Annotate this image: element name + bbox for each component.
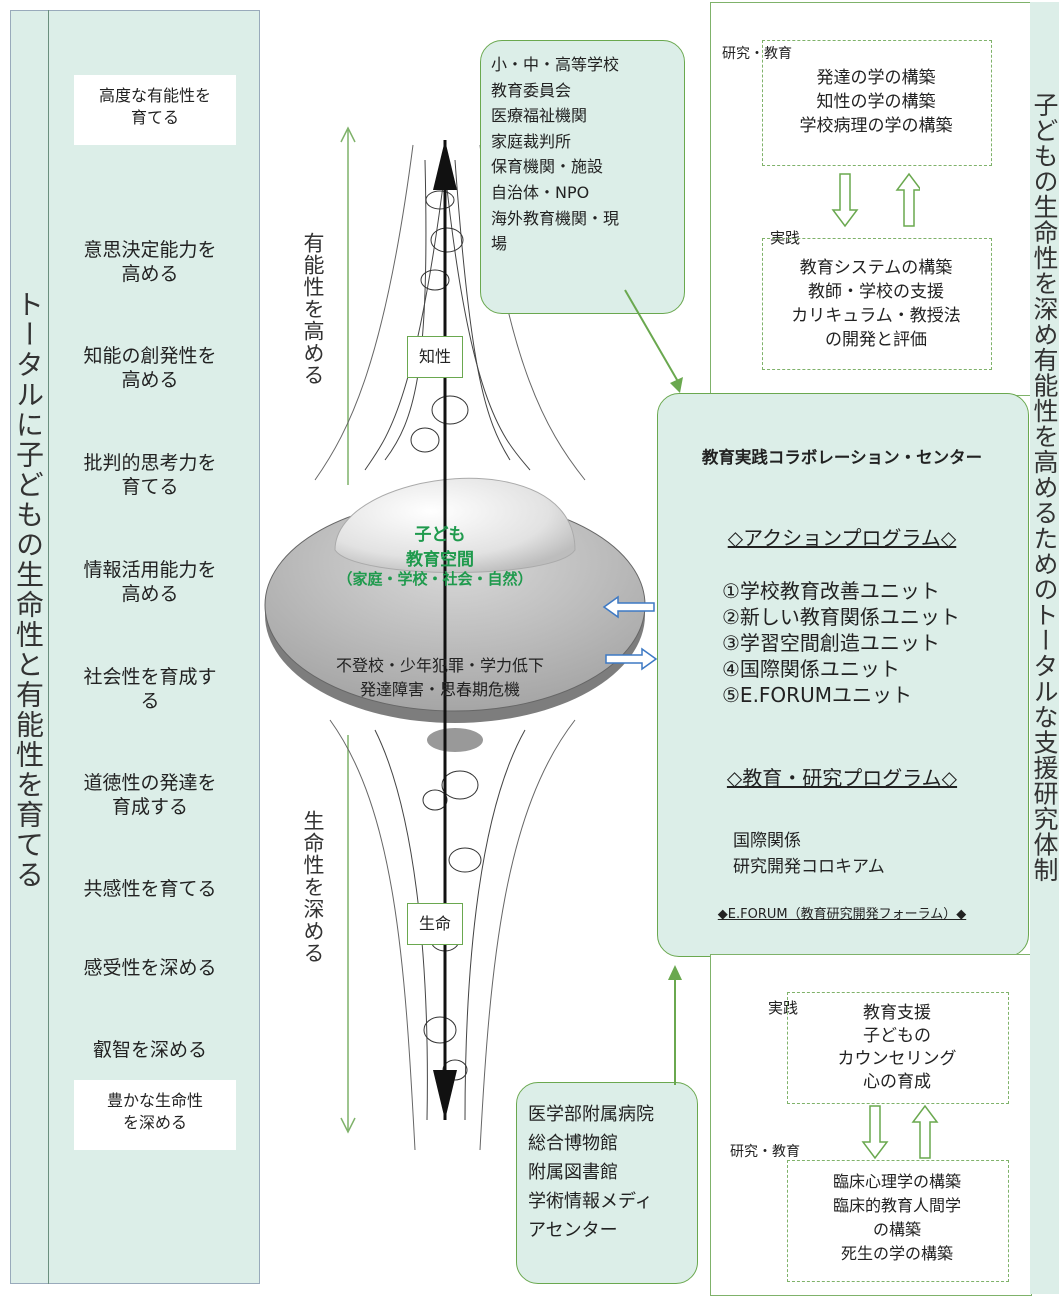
down-side-arrow <box>340 735 356 1134</box>
down-hollow-arrow-icon <box>831 173 859 228</box>
right-title-strip <box>1030 2 1059 1294</box>
right-vertical-title: 子どもの生命性を深め有能性を高めるためのトータルな支援研究体制 <box>1030 92 1059 883</box>
practice-top-dashed-box <box>762 238 992 370</box>
unit-item: ①学校教育改善ユニット <box>722 579 940 603</box>
program-item: 国際関係 <box>733 831 801 851</box>
practice-top-text: 教育システムの構築 教師・学校の支援 カリキュラム・教授法 の開発と評価 <box>791 258 961 350</box>
left-item: 批判的思考力を 育てる <box>83 452 217 498</box>
arrow-down-label: 生命性を深める <box>301 810 325 964</box>
research-top-panel <box>710 2 1032 396</box>
spindle-diagram <box>264 126 646 1151</box>
arrow-up-label: 有能性を高める <box>301 232 325 386</box>
bottom-capability-box: 豊かな生命性 を深める <box>74 1080 236 1150</box>
left-item: 感受性を深める <box>83 957 217 979</box>
practice-bottom-text: 教育支援 子どもの カウンセリング 心の育成 <box>837 1003 957 1092</box>
left-item: 叡智を深める <box>92 1039 207 1061</box>
research-top-text: 発達の学の構築 知性の学の構築 学校病理の学の構築 <box>799 68 953 136</box>
unit-list: ①学校教育改善ユニット ②新しい教育関係ユニット ③学習空間創造ユニット ④国際… <box>722 578 1012 708</box>
dome-text-space: 教育空間 <box>406 550 474 570</box>
disc-text-2: 発達障害・思春期危機 <box>359 680 520 699</box>
disc-text-1: 不登校・少年犯罪・学力低下 <box>335 656 544 675</box>
dome-text-child: 子ども <box>414 525 466 545</box>
partners-top-list: 小・中・高等学校 教育委員会 医療福祉機関 家庭裁判所 保育機関・施設 自治体・… <box>491 55 620 254</box>
research-top-label: 研究・教育 <box>722 46 792 62</box>
green-connectors <box>624 289 683 1085</box>
program-item: 研究開発コロキアム <box>733 857 885 877</box>
action-heading: ◇アクションプログラム◇ <box>727 526 957 550</box>
left-item: 共感性を育てる <box>83 878 217 900</box>
left-item: 社会性を育成す る <box>83 666 217 712</box>
down-hollow-arrow-icon <box>861 1105 889 1160</box>
dome-text-contexts: （家庭・学校・社会・自然） <box>337 570 533 588</box>
up-hollow-arrow-icon <box>895 172 920 227</box>
collaboration-center-box <box>657 393 1029 957</box>
left-item: 知能の創発性を 高める <box>83 345 217 391</box>
practice-bottom-dashed-box <box>787 992 1009 1104</box>
partners-bottom-box <box>516 1082 698 1284</box>
center-box-title: 教育実践コラボレーション・センター <box>701 448 983 467</box>
left-item: 意思決定能力を 高める <box>83 239 217 285</box>
edu-heading: ◇教育・研究プログラム◇ <box>726 766 958 790</box>
left-panel <box>10 10 260 1284</box>
top-capability-box: 高度な有能性を 育てる <box>74 75 236 145</box>
left-vertical-title: トータルに子どもの生命性と有能性を育てる <box>12 290 45 890</box>
practice-bottom-label: 実践 <box>768 999 799 1017</box>
research-bottom-exchange-arrows <box>861 1104 939 1160</box>
left-panel-divider <box>48 10 49 1284</box>
right-blue-arrow-icon <box>605 647 658 671</box>
unit-item: ③学習空間創造ユニット <box>722 631 940 655</box>
chisei-box: 知性 <box>407 336 463 378</box>
research-bottom-label: 研究・教育 <box>730 1144 800 1160</box>
up-hollow-arrow-icon <box>911 1104 939 1159</box>
unit-item: ②新しい教育関係ユニット <box>722 605 960 629</box>
left-blue-arrow-icon <box>602 595 655 619</box>
unit-item: ⑤E.FORUMユニット <box>722 683 912 707</box>
seimei-box: 生命 <box>407 903 463 945</box>
research-top-dashed-box <box>762 40 992 166</box>
research-bottom-text: 臨床心理学の構築 臨床的教育人間学 の構築 死生の学の構築 <box>832 1172 961 1263</box>
partners-top-box <box>480 40 685 314</box>
blue-arrows <box>602 595 658 671</box>
left-item: 道徳性の発達を 育成する <box>83 772 217 818</box>
research-top-exchange-arrows <box>831 172 920 228</box>
forum-line: ◆E.FORUM（教育研究開発フォーラム）◆ <box>717 907 967 922</box>
left-item: 情報活用能力を 高める <box>83 559 217 605</box>
partners-bottom-list: 医学部附属病院 総合博物館 附属図書館 学術情報メディ アセンター <box>528 1104 654 1241</box>
up-side-arrow <box>340 126 356 485</box>
research-bottom-dashed-box <box>787 1160 1009 1282</box>
program-list: 国際関係 研究開発コロキアム <box>733 828 885 880</box>
unit-item: ④国際関係ユニット <box>722 657 900 681</box>
